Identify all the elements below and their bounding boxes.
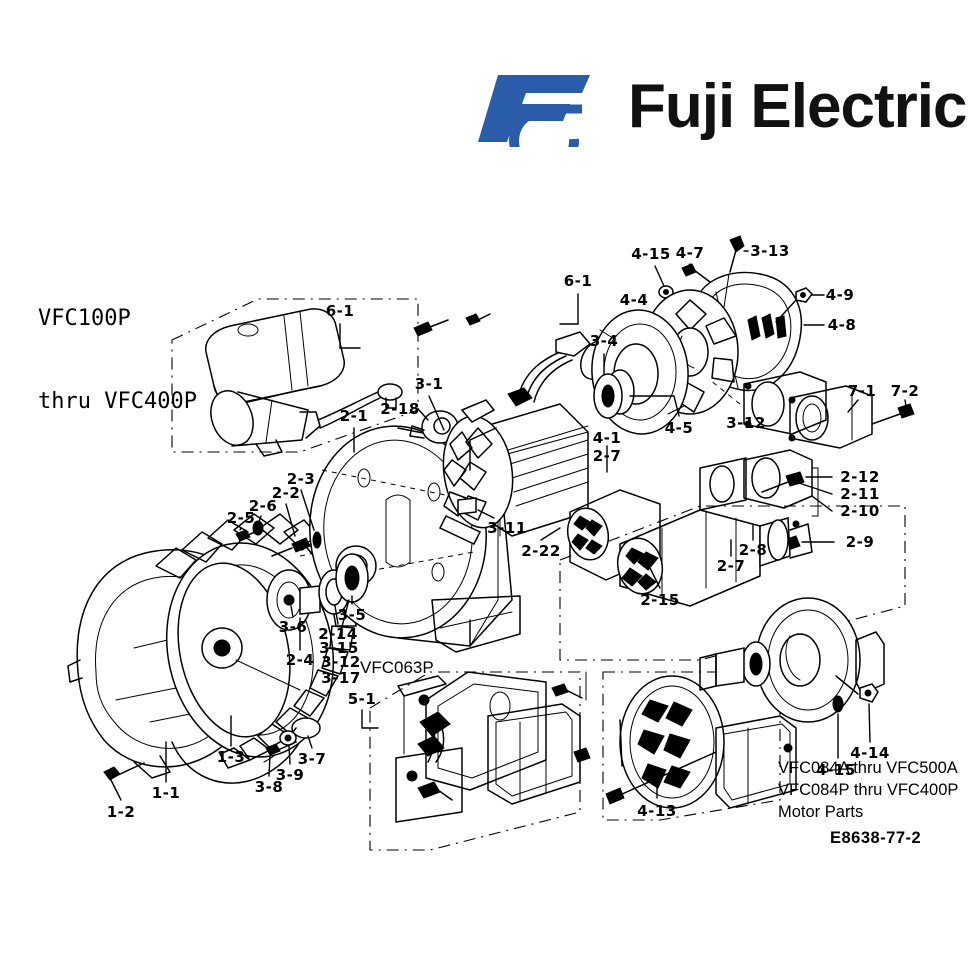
motor-mount-3-12 [709,371,827,435]
callout-4-1: 4-1 [592,429,622,447]
callout-3-13: 3-13 [750,242,790,260]
title-block-line1: VFC084A thru VFC500A [778,759,958,777]
callout-4-14: 4-14 [850,744,890,762]
callout-4-15-top: 4-15 [631,245,671,263]
motor-mount-2-10 [699,449,833,512]
drawing-number: E8638-77-2 [830,828,922,847]
callout-3-9: 3-9 [275,766,305,784]
stator-top-bolts [413,313,491,337]
part-2-4-shaft-collar [299,585,321,651]
brand-header: Fuji Electric [470,62,967,152]
callout-2-15: 2-15 [640,591,680,609]
callout-3-8: 3-8 [254,778,284,796]
callout-3-12-low: 3-12 [321,653,361,671]
callout-5-1: 5-1 [347,690,377,708]
callout-4-5: 4-5 [664,419,694,437]
title-block-line2: VFC084P thru VFC400P [778,780,959,799]
model-heading-line1: VFC100P [38,306,131,331]
callout-2-9: 2-9 [845,533,875,551]
variant-note-label: VFC063P [360,658,434,677]
part-3-6-pulley [266,569,312,631]
leader-2-15 [649,567,661,589]
callout-7-2: 7-2 [890,382,920,400]
dashed-group-rotor-field [559,505,906,661]
callout-2-6: 2-6 [248,497,278,515]
callout-3-11: 3-11 [487,519,527,537]
part-4-9-nut [775,287,825,323]
callout-2-22: 2-22 [521,542,561,560]
callout-1-3: 1-3 [216,748,246,766]
part-4-7-bolt [681,263,711,283]
callout-3-5: 3-5 [337,606,367,624]
dashed-group-terminal-box [369,671,581,851]
part-3-11-pin [457,497,495,519]
callout-2-3: 2-3 [286,470,316,488]
callout-3-6: 3-6 [278,618,308,636]
callout-2-2: 2-2 [271,484,301,502]
bearing-4-5 [593,369,680,419]
part-7-2-bolt [871,399,915,425]
part-1-2-bolt [103,762,145,801]
callout-6-1-left: 6-1 [325,302,355,320]
model-heading: VFC100P thru VFC400P [38,250,197,470]
title-block: VFC084A thru VFC500A VFC084P thru VFC400… [778,758,958,850]
callout-2-10: 2-10 [840,502,880,520]
callout-2-11: 2-11 [840,485,880,503]
dashed-group-motor-assembly [602,671,781,821]
fuji-fe-logo-icon [478,75,590,147]
callout-2-14: 2-14 [318,625,358,643]
callout-2-1: 2-1 [339,407,369,425]
callout-3-4: 3-4 [589,332,619,350]
callout-2-12: 2-12 [840,468,880,486]
part-3-8-bolt [265,741,297,777]
callout-7-1: 7-1 [847,382,877,400]
leader-3-1 [428,395,445,431]
callout-4-8: 4-8 [827,316,857,334]
callout-1-1: 1-1 [151,784,181,802]
rotor-assembly [566,489,813,607]
part-2-5-bolt [235,527,263,542]
callout-4-15-low: 4-15 [816,761,856,779]
callout-4-9: 4-9 [825,286,855,304]
title-block-line3: Motor Parts [778,802,864,821]
terminal-box-assembly [361,671,591,823]
callout-2-5: 2-5 [226,509,256,527]
callout-2-4: 2-4 [285,651,315,669]
callout-3-15: 3-15 [319,639,359,657]
leader-2-22 [540,527,561,541]
part-4-15-nut [654,265,674,299]
leader-6-1-mid [559,293,579,325]
callout-2-7-upper: 2-7 [592,447,622,465]
callout-2-8: 2-8 [738,541,768,559]
callout-6-1-mid: 6-1 [563,272,593,290]
motor-assembly-lower-right [605,597,885,809]
callout-2-18: 2-18 [380,400,420,418]
model-heading-line2: thru VFC400P [38,388,197,414]
part-4-14-nut-lower [835,675,879,743]
leader-6-1-left [339,323,361,349]
callout-1-2: 1-2 [106,803,136,821]
callout-3-1: 3-1 [414,375,444,393]
brand-wordmark: Fuji Electric [628,72,967,141]
part-4-15-nut-lower [832,695,844,759]
callout-3-17: 3-17 [321,669,361,687]
part-2-2-bolt [271,503,311,557]
callout-4-13: 4-13 [637,802,677,820]
callout-3-12-top: 3-12 [726,414,766,432]
callout-3-7: 3-7 [297,750,327,768]
callout-4-4: 4-4 [619,291,649,309]
callout-2-7-lower: 2-7 [716,557,746,575]
part-2-12-bolt [761,471,833,493]
callout-4-7: 4-7 [675,244,705,262]
part-2-3-washer [300,489,322,549]
part-3-13-bolt [721,235,749,321]
part-3-15-bearing [335,553,369,639]
capacitor-assembly [205,308,403,457]
